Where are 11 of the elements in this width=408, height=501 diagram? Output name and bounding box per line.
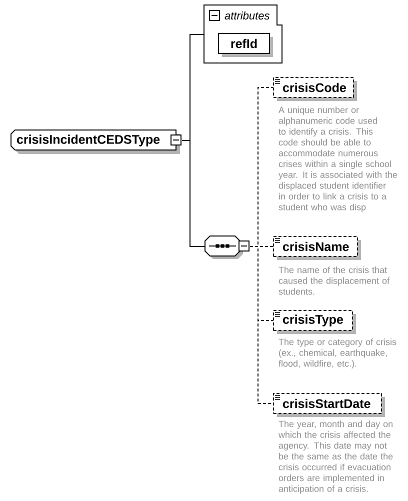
group-heading: attributes — [224, 11, 270, 20]
description-text: The year, month and day on which the crisis affected the agency. This date may not be the same as the date the crisis occurred if evacuation orders are implemented in anticipation of a crisis. — [278, 420, 393, 494]
description-text: The type or category of crisis (ex., chemical, earthquake, flood, wildfire, etc.). — [278, 338, 396, 368]
attribute-box: refId — [218, 33, 273, 57]
connector-line — [250, 246, 274, 404]
description-text: A unique number or alphanumeric code used to identify a crisis. This code should be able to accommodate numerous crises within a single school year. It is associated with the displaced student identifier in order to link a crisis to a student who was disp — [278, 106, 398, 212]
type-box: crisisIncidentCEDSType — [10, 130, 180, 154]
element-box: crisisName — [273, 236, 361, 260]
description-text: The name of the crisis that caused the displacement of students. — [278, 266, 390, 295]
connector-line — [182, 140, 206, 247]
element-box: crisisType — [273, 310, 356, 334]
